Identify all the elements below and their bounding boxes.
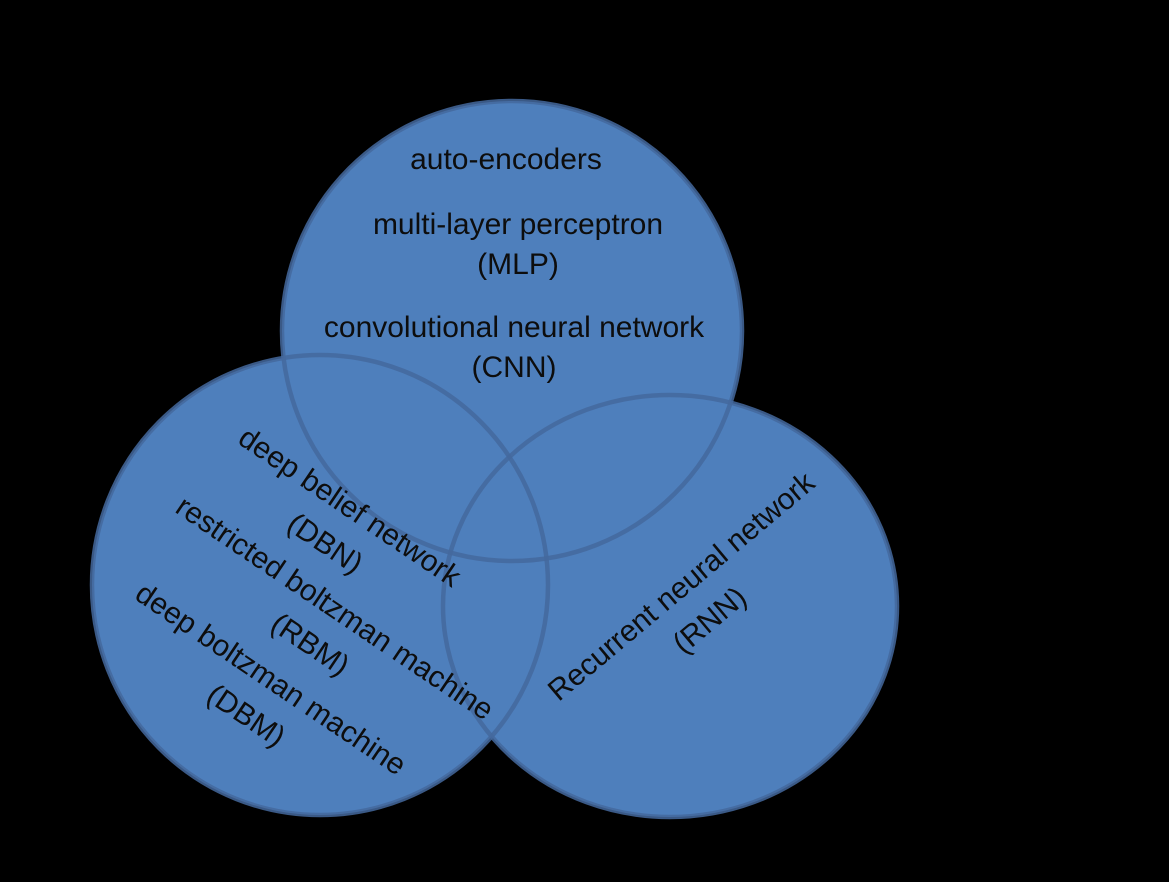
venn-circle-bottom-left-outline — [89, 352, 551, 818]
venn-circle-top-fill — [282, 101, 742, 561]
label-mlp-line1: multi-layer perceptron — [372, 208, 664, 241]
label-mlp-line2: (MLP) — [477, 248, 559, 281]
label-auto-encoders: auto-encoders — [410, 140, 602, 180]
label-auto-encoders-text: auto-encoders — [410, 143, 602, 176]
venn-circle-bottom-right-outline — [440, 392, 900, 820]
label-cnn-line2: (CNN) — [471, 351, 557, 384]
label-cnn: convolutional neural network (CNN) — [324, 308, 704, 388]
label-cnn-line1: convolutional neural network — [323, 311, 705, 344]
venn-circle-top-outline — [279, 98, 745, 564]
label-mlp: multi-layer perceptron (MLP) — [373, 205, 663, 285]
